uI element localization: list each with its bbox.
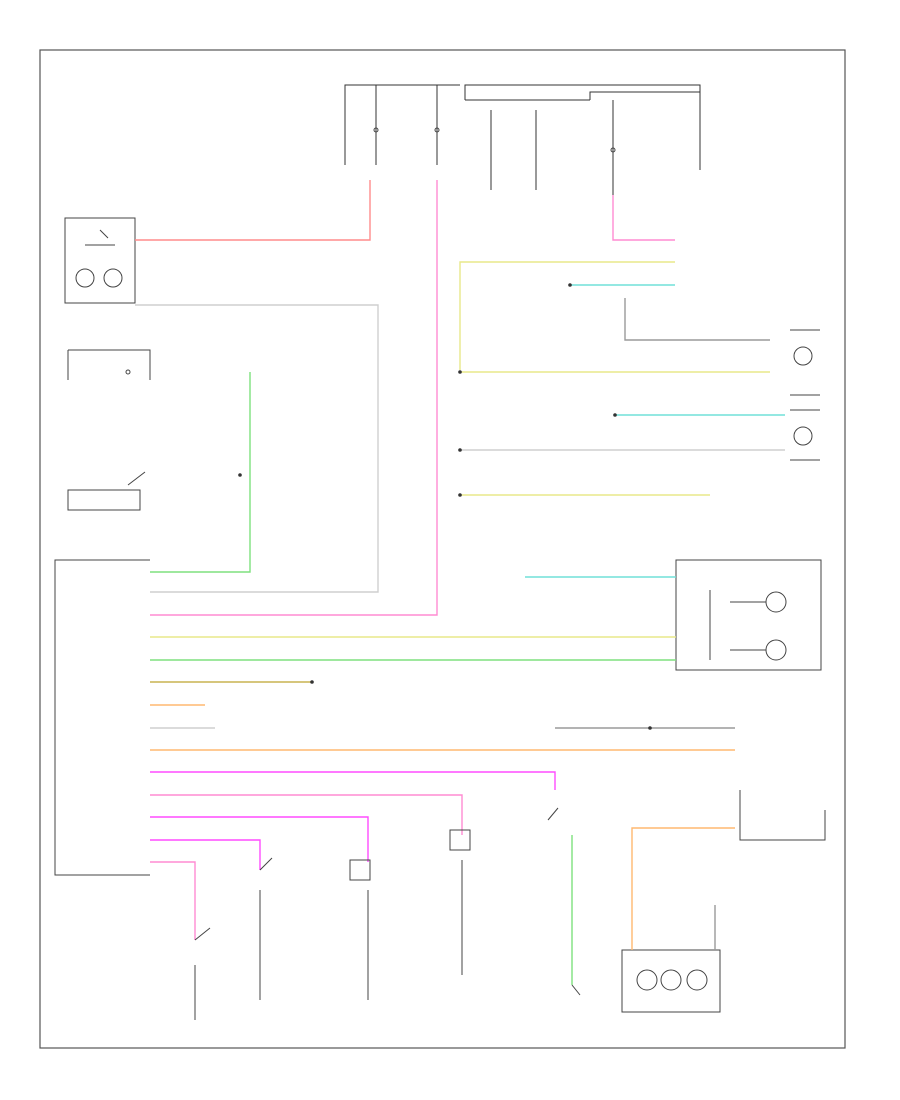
wire-magenta-left-mid	[150, 839, 261, 870]
power-distribution	[344, 84, 701, 195]
wire-green-door	[150, 372, 251, 573]
panel-lamps-box	[621, 949, 721, 1013]
wire-pink-right	[612, 195, 675, 241]
splice-dot	[648, 726, 652, 730]
lamp-bulb-icon	[793, 426, 813, 446]
far-left-switch-icon	[194, 927, 211, 1020]
module-internal-lines	[709, 590, 766, 660]
right-lamp-1-outline	[790, 329, 820, 396]
switch-blade-icon	[127, 471, 146, 486]
right-lower-module-box	[739, 790, 826, 841]
wire-pink-door	[150, 794, 463, 835]
door-switch-box	[67, 349, 151, 380]
left-mid-switch-icon	[259, 857, 273, 1000]
instrument-cluster-box	[54, 559, 150, 876]
left-courtesy-lamp-box	[64, 217, 136, 304]
ground-lower-icon	[571, 984, 581, 996]
lamp-bulb-icon	[765, 639, 787, 661]
right-switch-icon	[547, 807, 559, 821]
lamp-bulb-icon	[765, 591, 787, 613]
door-switch-passenger	[67, 471, 146, 511]
connector-dots	[238, 283, 652, 730]
left-courtesy-lamp	[64, 217, 136, 304]
right-lamp-2	[790, 409, 820, 461]
fuse-1-icon	[373, 127, 379, 133]
wire-gray-lamp	[135, 304, 379, 593]
lamp-switch-icon	[85, 229, 115, 246]
splice-dot	[613, 413, 617, 417]
wire-layer	[135, 180, 785, 985]
right-lamp-1	[790, 329, 820, 396]
lamp-bulb-icon	[103, 268, 123, 288]
wire-magenta-switch	[150, 771, 556, 790]
lamp-bulb-icon	[75, 268, 95, 288]
right-lower-module	[739, 790, 826, 841]
wire-magenta-mid	[150, 816, 369, 862]
right-lamp-2-outline	[790, 409, 820, 461]
wire-yellow-top	[459, 261, 675, 370]
lower-switches	[194, 807, 581, 1020]
panel-lamps	[621, 949, 721, 1013]
instrument-cluster	[54, 559, 150, 876]
wire-pink-trunk	[150, 180, 438, 616]
wire-pink-far-left	[150, 861, 196, 940]
right-cluster-module	[675, 559, 822, 671]
right-cluster-module-box	[675, 559, 822, 671]
lamp-bulb-icon	[793, 346, 813, 366]
wire-orange-panel	[631, 827, 735, 950]
door-switch-left	[67, 349, 151, 380]
mid-switch-icon	[349, 859, 371, 1000]
lamp-bulb-icon	[636, 969, 658, 991]
splice-dot	[310, 680, 314, 684]
splice-dot	[458, 370, 462, 374]
power-bus-outline	[344, 84, 701, 170]
door-switch-lower-icon	[449, 829, 471, 975]
fuse-3-icon	[610, 147, 616, 153]
lamp-bulb-icon	[660, 969, 682, 991]
wire-red-courtesy	[135, 180, 371, 241]
splice-dot	[568, 283, 572, 287]
diagram-frame	[39, 49, 846, 1049]
lamp-bulb-icon	[686, 969, 708, 991]
fuse-panel-outline	[465, 91, 700, 101]
splice-dot	[238, 473, 242, 477]
wire-gray-right	[624, 298, 770, 341]
fuse-2-icon	[434, 127, 440, 133]
switch-contact-icon	[125, 369, 131, 375]
door-switch-passenger-box	[67, 489, 141, 511]
splice-dot	[458, 493, 462, 497]
splice-dot	[458, 448, 462, 452]
